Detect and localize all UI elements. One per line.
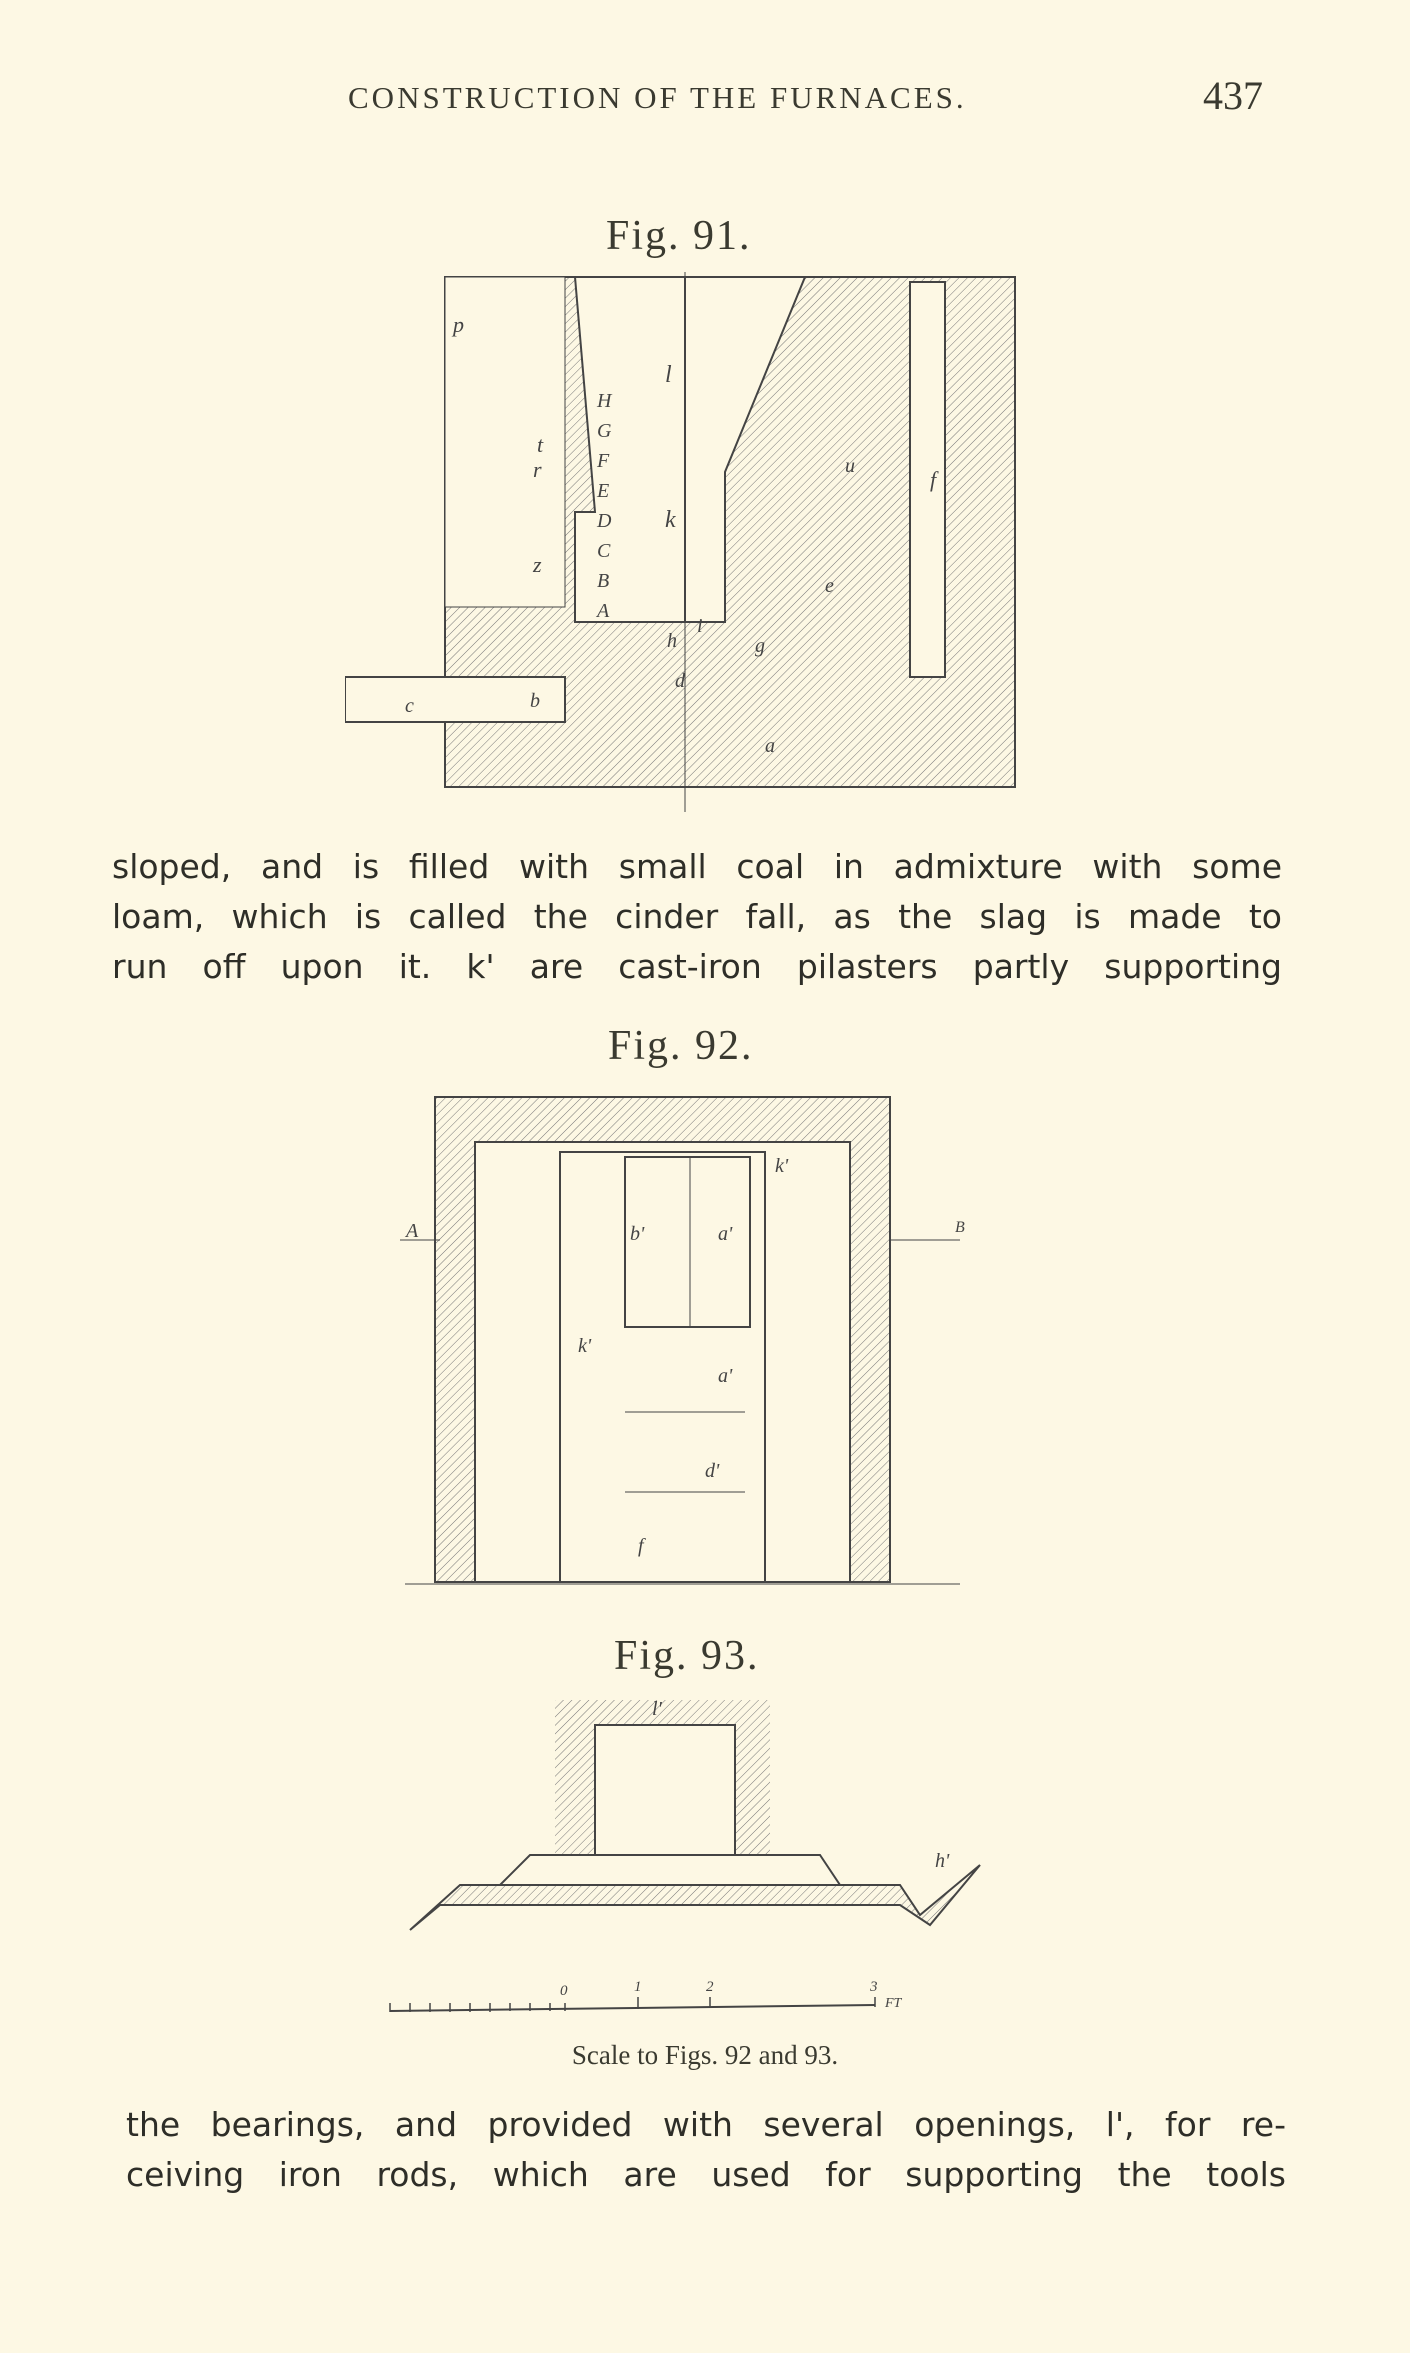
svg-text:c: c [405, 695, 414, 717]
text-line: sloped, and is filled with small coal in… [112, 847, 1282, 886]
svg-text:k: k [665, 507, 676, 533]
figure-91-caption: Fig. 91. [606, 213, 752, 259]
svg-text:p: p [451, 312, 464, 337]
svg-text:B: B [955, 1219, 965, 1236]
svg-text:g: g [755, 635, 765, 657]
svg-text:E: E [596, 480, 609, 502]
svg-text:h: h [667, 630, 677, 652]
scale-bar: 0 1 2 3 FT [389, 1979, 903, 2012]
svg-text:l: l [665, 362, 672, 388]
svg-text:F: F [596, 450, 610, 472]
figure-92-caption: Fig. 92. [608, 1023, 754, 1069]
page-number: 437 [1203, 73, 1263, 118]
figure-93-section: l' h' [409, 1698, 981, 1931]
svg-text:t: t [537, 432, 544, 457]
svg-text:a': a' [718, 1365, 733, 1387]
svg-text:f: f [638, 1535, 646, 1557]
svg-text:r: r [533, 457, 542, 482]
figure-93-caption: Fig. 93. [614, 1633, 760, 1679]
svg-text:G: G [597, 420, 612, 442]
svg-text:H: H [596, 390, 613, 412]
svg-text:C: C [597, 540, 611, 562]
svg-text:z: z [532, 552, 542, 577]
svg-text:b': b' [630, 1223, 645, 1245]
svg-text:a': a' [718, 1223, 733, 1245]
scale-tick-2: 2 [706, 1979, 714, 1995]
figure-92-plan: A B b' a' k' k' a' d' f [400, 1096, 965, 1585]
scale-caption: Scale to Figs. 92 and 93. [571, 2040, 839, 2070]
svg-text:b: b [530, 690, 540, 712]
scale-tick-3: 3 [869, 1979, 878, 1995]
svg-text:a: a [765, 735, 775, 757]
text-line: run off upon it. k' are cast-iron pilast… [112, 947, 1282, 986]
text-line: ceiving iron rods, which are used for su… [126, 2155, 1286, 2194]
svg-text:B: B [597, 570, 609, 592]
svg-text:l': l' [652, 1698, 663, 1720]
scale-tick-0: 0 [560, 1983, 568, 1999]
scale-unit: FT [884, 1996, 903, 2011]
svg-text:A: A [404, 1220, 419, 1242]
svg-text:d: d [675, 670, 686, 692]
svg-text:e: e [825, 575, 834, 597]
svg-text:A: A [595, 600, 610, 622]
svg-text:k': k' [578, 1335, 592, 1357]
paragraph-1: sloped, and is filled with small coal in… [112, 842, 1282, 992]
svg-text:i: i [697, 615, 703, 637]
paragraph-2: the bearings, and provided with several … [126, 2100, 1286, 2200]
svg-text:k': k' [775, 1155, 789, 1177]
svg-text:D: D [596, 510, 612, 532]
scale-tick-1: 1 [634, 1979, 642, 1995]
running-title: CONSTRUCTION OF THE FURNACES. [348, 80, 967, 115]
text-line: the bearings, and provided with several … [126, 2105, 1286, 2144]
svg-text:f: f [930, 467, 939, 492]
svg-text:u: u [845, 455, 855, 477]
text-line: loam, which is called the cinder fall, a… [112, 897, 1282, 936]
svg-text:h': h' [935, 1850, 950, 1872]
svg-text:d': d' [705, 1460, 720, 1482]
